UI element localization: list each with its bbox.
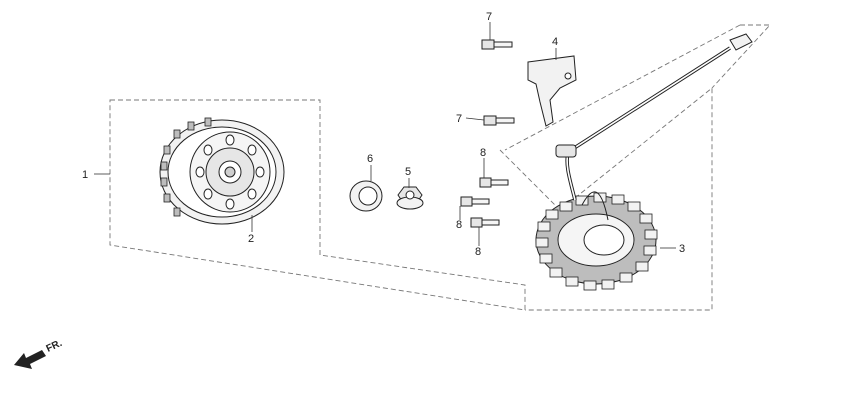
- flywheel-rotor: [159, 117, 285, 225]
- front-direction-indicator: FR.: [14, 338, 64, 369]
- callout-5: 5: [405, 166, 411, 178]
- wire-harness: [555, 33, 753, 221]
- front-label: FR.: [45, 338, 64, 355]
- callout-8-upper: 8: [480, 147, 486, 159]
- flange-nut: [396, 186, 424, 210]
- assembly-outline-stator: [499, 87, 713, 311]
- callout-1: 1: [82, 169, 88, 181]
- callout-7-top: 7: [486, 11, 492, 23]
- callout-4: 4: [552, 36, 558, 48]
- bracket-plate: [527, 55, 577, 127]
- assembly-outline-flywheel: [109, 99, 526, 311]
- bolt-top: [481, 39, 513, 50]
- callout-2: 2: [248, 233, 254, 245]
- callout-7-middle: 7: [456, 113, 462, 125]
- callout-3: 3: [679, 243, 685, 255]
- callout-6: 6: [367, 153, 373, 165]
- callout-8-lower: 8: [475, 246, 481, 258]
- bolt-middle: [483, 115, 515, 126]
- front-arrow-icon: [14, 350, 46, 369]
- bolt-stator-1: [479, 177, 509, 188]
- connector-plug: [729, 33, 753, 51]
- callout-8-left: 8: [456, 219, 462, 231]
- assembly-outline-top: [711, 24, 772, 89]
- washer: [349, 180, 383, 212]
- bolt-stator-2: [460, 196, 490, 207]
- bolt-stator-3: [470, 217, 500, 228]
- stator-coil: [535, 192, 658, 291]
